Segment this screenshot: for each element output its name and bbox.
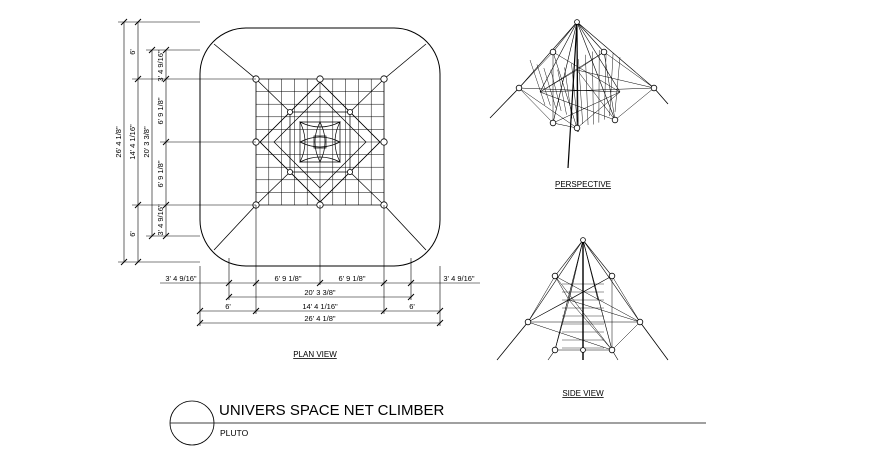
perspective-view bbox=[490, 20, 668, 168]
drawing-title: UNIVERS SPACE NET CLIMBER bbox=[219, 402, 444, 419]
hdim-inner-right: 6' 9 1/8" bbox=[338, 274, 365, 283]
side-view bbox=[497, 238, 668, 360]
plan-nodes bbox=[253, 76, 387, 208]
hdim-inner-left: 6' 9 1/8" bbox=[274, 274, 301, 283]
vdim-inner-top: 6' 9 1/8" bbox=[156, 97, 165, 124]
side-view-label: SIDE VIEW bbox=[562, 389, 604, 398]
hdim-overall: 26' 4 1/8" bbox=[304, 314, 336, 323]
vdim-overall: 26' 4 1/8" bbox=[114, 126, 123, 158]
hdim-14: 14' 4 1/16" bbox=[302, 302, 338, 311]
plan-pyramid bbox=[256, 79, 384, 205]
plan-anchor-ropes bbox=[200, 44, 426, 250]
hdim-outer-right: 3' 4 9/16" bbox=[443, 274, 475, 283]
vdim-pad-bottom: 6' bbox=[128, 231, 137, 237]
drawing-subtitle: PLUTO bbox=[220, 428, 249, 438]
vdim-outer-top: 3' 4 9/16" bbox=[156, 50, 165, 82]
plan-view-label: PLAN VIEW bbox=[293, 350, 337, 359]
title-block bbox=[170, 401, 706, 445]
hdim-outer-left: 3' 4 9/16" bbox=[165, 274, 197, 283]
vdim-pad-top: 6' bbox=[128, 49, 137, 55]
hdim-pad-right: 6' bbox=[409, 302, 415, 311]
vertical-dimensions bbox=[118, 19, 256, 265]
plan-net-grid bbox=[256, 79, 384, 205]
hdim-pad-left: 6' bbox=[225, 302, 231, 311]
hdim-20: 20' 3 3/8" bbox=[304, 288, 336, 297]
vdim-14: 14' 4 1/16" bbox=[128, 124, 137, 160]
vdim-inner-bottom: 6' 9 1/8" bbox=[156, 160, 165, 187]
vdim-outer-bottom: 3' 4 9/16" bbox=[156, 204, 165, 236]
horizontal-dimensions bbox=[160, 205, 480, 326]
plan-view bbox=[200, 28, 440, 266]
vertical-dimension-labels: 26' 4 1/8" 6' 14' 4 1/16" 6' 20' 3 3/8" … bbox=[114, 49, 165, 237]
perspective-label: PERSPECTIVE bbox=[555, 180, 611, 189]
vdim-20: 20' 3 3/8" bbox=[142, 126, 151, 158]
horizontal-dimension-labels: 3' 4 9/16" 6' 9 1/8" 6' 9 1/8" 3' 4 9/16… bbox=[165, 274, 475, 323]
